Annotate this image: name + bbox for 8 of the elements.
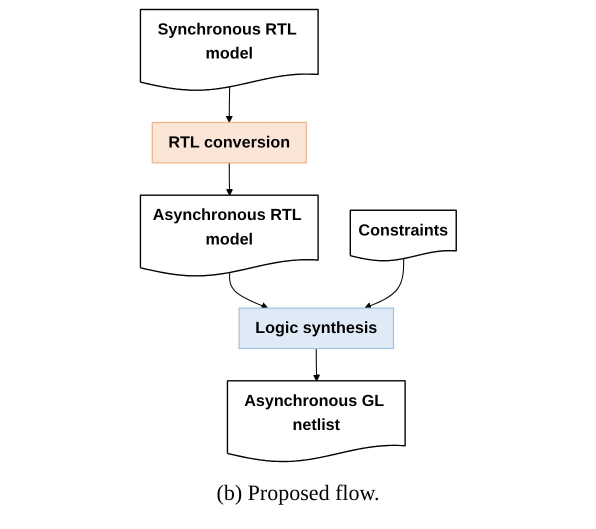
arrow: [228, 272, 268, 308]
arrow: [312, 348, 320, 382]
node-box: RTL conversion: [151, 121, 307, 163]
arrow: [226, 162, 233, 196]
node-box: Logic synthesis: [238, 307, 394, 349]
figure-caption: (b) Proposed flow.: [216, 480, 380, 506]
arrow: [364, 258, 404, 308]
arrow: [225, 86, 232, 122]
